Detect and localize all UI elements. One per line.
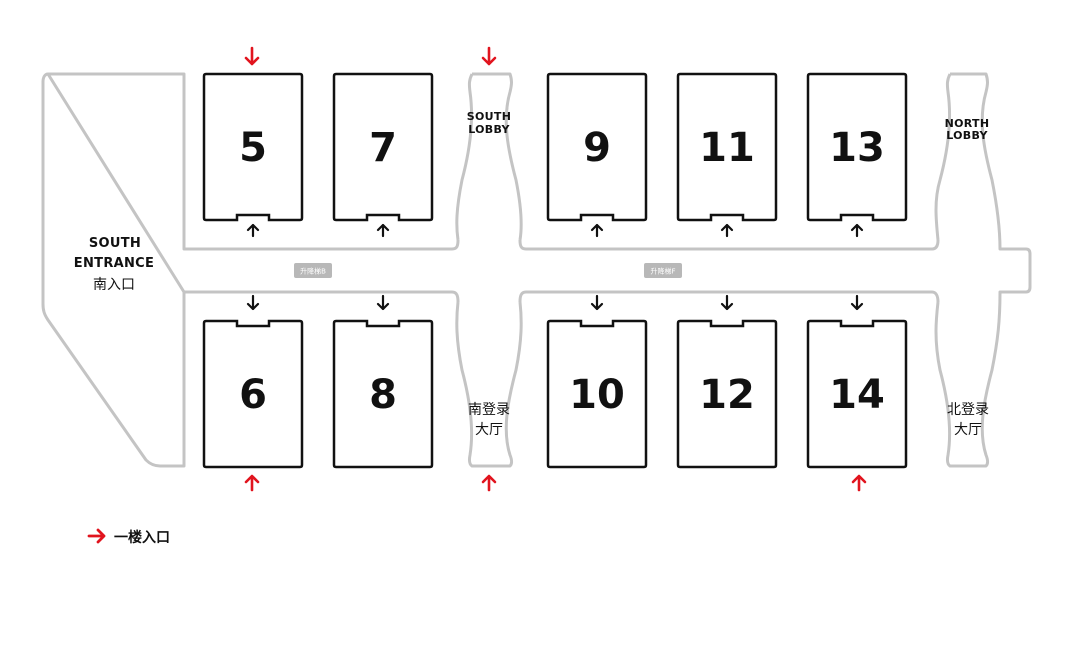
hall-7[interactable]: 7: [332, 72, 434, 238]
arrow-down-icon: [246, 294, 260, 311]
hall-number: 8: [369, 372, 397, 418]
north-lobby-label-cn-1: 北登录: [947, 402, 989, 418]
north-lobby-label-2: LOBBY: [946, 129, 988, 142]
north-lobby-label-cn-2: 大厅: [954, 422, 982, 438]
corridor-outline: [41, 72, 1032, 468]
south-lobby-label-cn-1: 南登录: [468, 402, 510, 418]
corridor-top-east: [518, 239, 940, 251]
north-lobby-label-1: NORTH: [945, 117, 990, 130]
arrow-up-icon: [246, 223, 260, 238]
hall-11[interactable]: 11: [676, 72, 778, 238]
south-lobby-label-2: LOBBY: [468, 123, 510, 136]
red-arrow-up-icon: [481, 474, 497, 492]
red-arrow-down-icon: [481, 46, 497, 66]
north-lobby-area: [934, 72, 1032, 468]
hall-number: 14: [829, 372, 885, 418]
hall-13[interactable]: 13: [806, 72, 908, 238]
arrow-down-icon: [850, 294, 864, 311]
hall-outline: [202, 72, 304, 222]
hall-outline: [332, 72, 434, 222]
arrow-up-icon: [590, 223, 604, 238]
entry-arrows: [244, 46, 867, 492]
elevator-f-label: 升降梯F: [650, 267, 675, 276]
hall-14[interactable]: 14: [806, 294, 908, 469]
red-arrow-up-icon: [244, 474, 260, 492]
south-entrance-label-1: SOUTH: [89, 236, 141, 251]
red-arrow-right-icon: [87, 528, 106, 544]
legend: 一楼入口: [87, 528, 170, 546]
south-entrance-label-cn: 南入口: [93, 277, 135, 293]
south-entrance-area: [41, 72, 460, 468]
hall-outline: [806, 319, 908, 469]
corridor-bottom-east: [518, 290, 940, 303]
arrow-down-icon: [376, 294, 390, 311]
arrow-down-icon: [720, 294, 734, 311]
hall-number: 5: [239, 125, 267, 171]
south-lobby-area: [455, 72, 523, 468]
hall-5[interactable]: 5: [202, 72, 304, 238]
hall-outline: [546, 72, 648, 222]
elevator-f-badge[interactable]: 升降梯F: [644, 263, 682, 278]
hall-outline: [676, 72, 778, 222]
hall-outline: [676, 319, 778, 469]
hall-outline: [806, 72, 908, 222]
hall-number: 7: [369, 125, 397, 171]
red-arrow-down-icon: [244, 46, 260, 66]
south-entrance-label-2: ENTRANCE: [74, 256, 154, 271]
hall-number: 10: [569, 372, 625, 418]
hall-number: 13: [829, 125, 885, 171]
south-lobby-label-1: SOUTH: [467, 110, 511, 123]
hall-number: 6: [239, 372, 267, 418]
arrow-up-icon: [376, 223, 390, 238]
hall-outline: [332, 319, 434, 469]
elevator-b-badge[interactable]: 升降梯B: [294, 263, 332, 278]
legend-label: 一楼入口: [114, 529, 170, 546]
hall-number: 9: [583, 125, 611, 171]
hall-6[interactable]: 6: [202, 294, 304, 469]
hall-outline: [202, 319, 304, 469]
hall-outline: [546, 319, 648, 469]
arrow-down-icon: [590, 294, 604, 311]
elevator-b-label: 升降梯B: [300, 267, 326, 276]
arrow-up-icon: [720, 223, 734, 238]
hall-8[interactable]: 8: [332, 294, 434, 469]
halls-layer: 5 7 9 11 13 6 8 10 12 14: [202, 72, 908, 469]
hall-number: 12: [699, 372, 755, 418]
south-lobby-label-cn-2: 大厅: [475, 422, 503, 438]
red-arrow-up-icon: [851, 474, 867, 492]
hall-9[interactable]: 9: [546, 72, 648, 238]
arrow-up-icon: [850, 223, 864, 238]
hall-number: 11: [699, 125, 755, 171]
hall-10[interactable]: 10: [546, 294, 648, 469]
hall-12[interactable]: 12: [676, 294, 778, 469]
